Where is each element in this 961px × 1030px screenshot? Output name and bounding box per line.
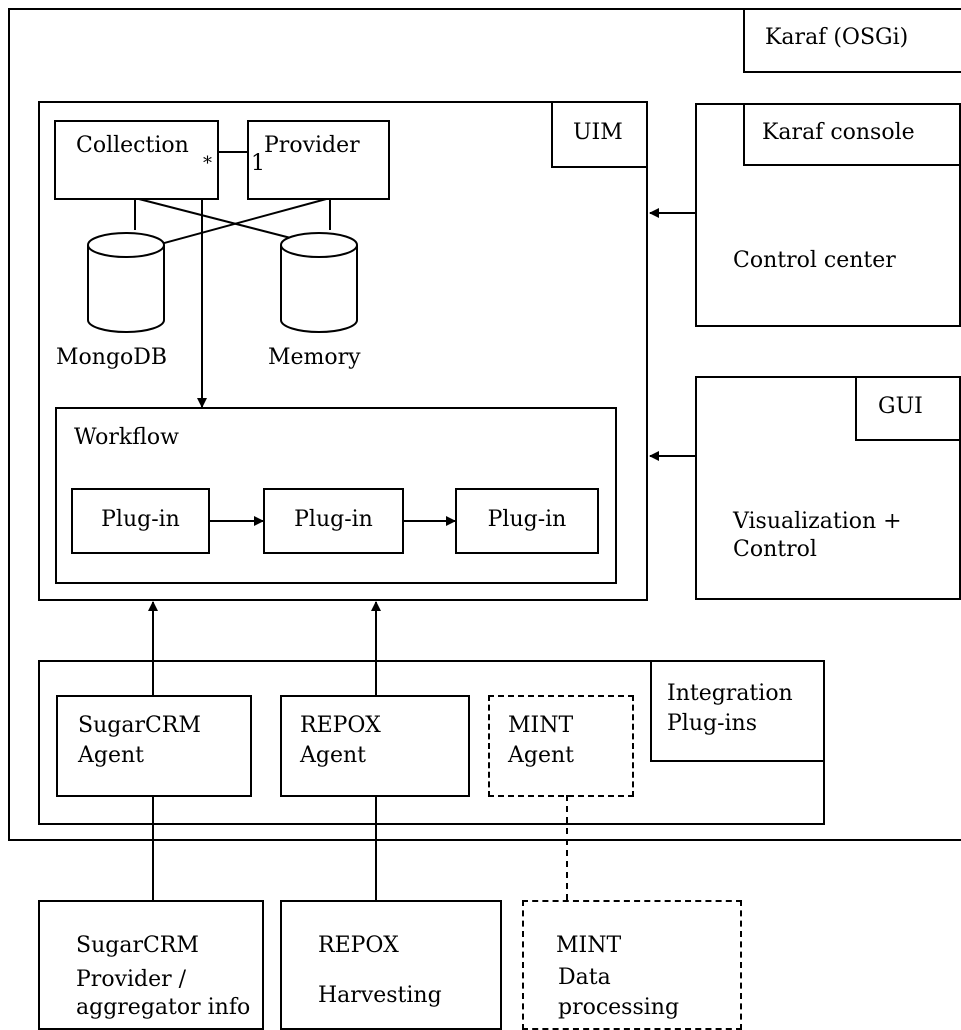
integration-label-box xyxy=(650,660,825,762)
karaf-console-label: Karaf console xyxy=(762,120,915,145)
memory-cylinder-icon xyxy=(280,232,358,333)
integration-label-line2: Plug-ins xyxy=(667,711,758,736)
gui-line1: Visualization + xyxy=(733,509,902,534)
collection-box xyxy=(54,120,219,200)
plugin-label: Plug-in xyxy=(101,507,180,532)
external-line1: Data xyxy=(558,965,611,990)
collection-label: Collection xyxy=(76,133,189,158)
repox-agent-box xyxy=(280,695,470,797)
provider-box xyxy=(247,120,390,200)
multiplicity-one: 1 xyxy=(251,151,265,176)
plugin-box xyxy=(455,488,599,554)
agent-line2: Agent xyxy=(300,743,366,768)
gui-box xyxy=(695,376,961,600)
multiplicity-many: * xyxy=(203,153,212,174)
plugin-label: Plug-in xyxy=(294,507,373,532)
karaf-console-tag xyxy=(743,103,961,166)
gui-label: GUI xyxy=(878,394,923,419)
agent-line2: Agent xyxy=(78,743,144,768)
provider-label: Provider xyxy=(264,133,360,158)
karaf-label-box xyxy=(743,8,961,73)
plugin-box xyxy=(263,488,404,554)
control-center-label: Control center xyxy=(733,248,896,273)
external-title: MINT xyxy=(556,933,622,958)
agent-line1: MINT xyxy=(508,713,574,738)
repox-system-box xyxy=(280,900,502,1030)
karaf-container xyxy=(8,8,961,841)
workflow-label: Workflow xyxy=(74,425,179,450)
external-title: REPOX xyxy=(318,933,399,958)
gui-tag xyxy=(855,376,961,441)
uim-label-box xyxy=(551,101,648,168)
external-line1: Harvesting xyxy=(318,983,442,1008)
sugarcrm-agent-box xyxy=(56,695,252,797)
plugin-label: Plug-in xyxy=(487,507,567,532)
external-line1: Provider / xyxy=(76,967,187,992)
uim-container xyxy=(38,101,648,601)
uim-label: UIM xyxy=(573,120,623,145)
plugin-box xyxy=(71,488,210,554)
agent-line1: SugarCRM xyxy=(78,713,201,738)
gui-line2: Control xyxy=(733,537,817,562)
mongodb-label: MongoDB xyxy=(56,345,168,370)
karaf-label: Karaf (OSGi) xyxy=(765,25,909,50)
external-title: SugarCRM xyxy=(76,933,199,958)
mint-agent-box xyxy=(488,695,634,797)
external-line2: aggregator info xyxy=(76,995,251,1020)
agent-line2: Agent xyxy=(508,743,574,768)
external-line2: processing xyxy=(558,995,680,1020)
workflow-container xyxy=(55,407,617,584)
integration-label-line1: Integration xyxy=(667,681,793,706)
agent-line1: REPOX xyxy=(300,713,381,738)
mongodb-cylinder-icon xyxy=(87,232,165,333)
memory-label: Memory xyxy=(268,345,361,370)
